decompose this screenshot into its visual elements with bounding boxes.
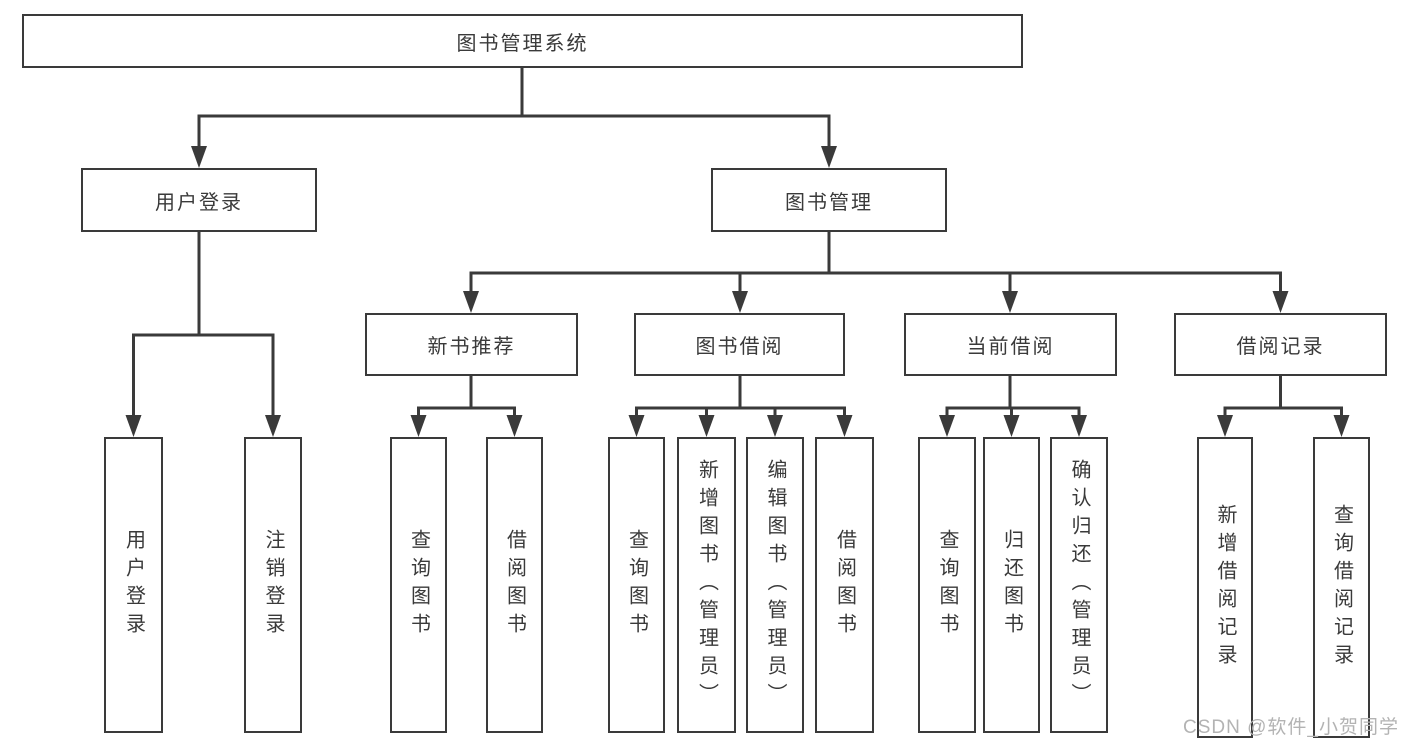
- leaf-query-books-3: 查询图书: [918, 437, 976, 733]
- leaf-user-login: 用户登录: [104, 437, 163, 733]
- leaf-query-books-1: 查询图书: [390, 437, 447, 733]
- node-new-book-recommend: 新书推荐: [365, 313, 578, 376]
- leaf-logout: 注销登录: [244, 437, 302, 733]
- connector-book-management-to-level3: [463, 232, 1289, 313]
- leaf-edit-books-admin: 编辑图书（管理员）: [746, 437, 804, 733]
- leaf-confirm-return-admin: 确认归还（管理员）: [1050, 437, 1108, 733]
- connector-user-login-to-leaves: [125, 232, 281, 437]
- leaf-borrow-books-2: 借阅图书: [815, 437, 874, 733]
- node-book-borrowing: 图书借阅: [634, 313, 845, 376]
- connector-new-book-recommend-to-leaves: [410, 376, 523, 437]
- watermark: CSDN @软件_小贺同学: [1183, 717, 1399, 738]
- connector-current-borrowing-to-leaves: [939, 376, 1087, 437]
- leaf-return-books: 归还图书: [983, 437, 1040, 733]
- leaf-query-borrow-record: 查询借阅记录: [1313, 437, 1370, 738]
- connector-root-to-level2: [191, 68, 837, 168]
- node-current-borrowing: 当前借阅: [904, 313, 1117, 376]
- leaf-add-borrow-record: 新增借阅记录: [1197, 437, 1253, 738]
- node-borrowing-records: 借阅记录: [1174, 313, 1387, 376]
- leaf-query-books-2: 查询图书: [608, 437, 665, 733]
- leaf-add-books-admin: 新增图书（管理员）: [677, 437, 736, 733]
- node-book-management: 图书管理: [711, 168, 947, 232]
- connector-borrowing-records-to-leaves: [1217, 376, 1350, 437]
- leaf-borrow-books-1: 借阅图书: [486, 437, 543, 733]
- connector-book-borrowing-to-leaves: [628, 376, 853, 437]
- node-user-login: 用户登录: [81, 168, 317, 232]
- node-root: 图书管理系统: [22, 14, 1023, 68]
